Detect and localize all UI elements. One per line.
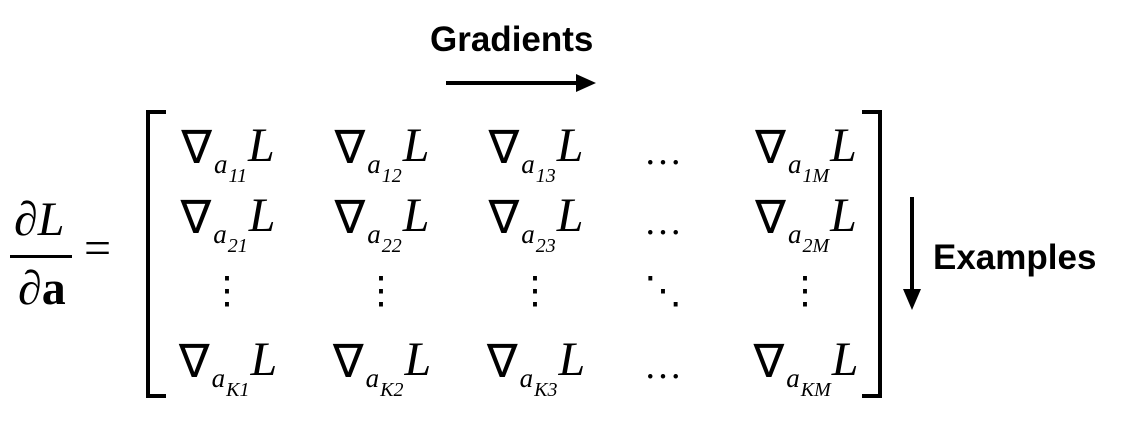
subscript-a: aK1	[211, 362, 250, 401]
nabla-symbol: ∇	[755, 122, 786, 173]
subscript-a: a22	[367, 218, 402, 257]
loss-symbol: L	[556, 189, 584, 242]
matrix-vdots: ⋮	[158, 260, 298, 320]
gradients-label: Gradients	[430, 20, 594, 59]
subscript-a: a1M	[787, 148, 830, 187]
nabla-symbol: ∇	[486, 336, 518, 387]
subscript-index: 12	[381, 164, 402, 187]
nabla-symbol: ∇	[334, 192, 366, 243]
hdots-symbol: …	[644, 131, 684, 173]
nabla-symbol: ∇	[332, 336, 364, 387]
loss-symbol: L	[404, 333, 432, 386]
nabla-symbol: ∇	[178, 336, 210, 387]
lhs-denominator: ∂a	[18, 262, 66, 315]
subscript-index: 22	[381, 234, 402, 257]
subscript-a: a12	[367, 148, 402, 187]
nabla-symbol: ∇	[180, 192, 212, 243]
equals-sign: =	[84, 222, 112, 275]
matrix-vdots: ⋮	[466, 260, 606, 320]
loss-symbol: L	[402, 189, 430, 242]
subscript-index: 13	[535, 164, 556, 187]
matrix-ddots: ⋱	[624, 260, 704, 320]
subscript-index: 2M	[802, 234, 830, 257]
hdots-symbol: …	[644, 201, 684, 243]
subscript-index: K2	[380, 378, 404, 401]
ddots-symbol: ⋱	[644, 269, 684, 312]
matrix-vdots: ⋮	[731, 260, 881, 320]
vdots-symbol: ⋮	[786, 269, 826, 312]
examples-label: Examples	[933, 238, 1097, 277]
loss-symbol: L	[558, 333, 586, 386]
subscript-a: aKM	[786, 362, 831, 401]
lhs-numerator: ∂L	[14, 193, 65, 246]
subscript-index: 1M	[802, 164, 830, 187]
fraction-bar	[10, 255, 72, 258]
loss-symbol: L	[556, 119, 584, 172]
examples-arrow	[903, 197, 921, 310]
loss-symbol: L	[250, 333, 278, 386]
vdots-symbol: ⋮	[362, 269, 402, 312]
vdots-symbol: ⋮	[208, 269, 248, 312]
gradients-arrow	[446, 74, 596, 92]
loss-symbol: L	[831, 333, 859, 386]
subscript-index: KM	[800, 378, 831, 401]
subscript-index: K1	[226, 378, 250, 401]
subscript-index: 11	[228, 164, 248, 187]
nabla-symbol: ∇	[488, 122, 520, 173]
matrix-vdots: ⋮	[312, 260, 452, 320]
nabla-symbol: ∇	[753, 336, 785, 387]
hdots-symbol: …	[644, 345, 684, 387]
matrix-hdots: …	[624, 188, 704, 248]
loss-symbol: L	[830, 119, 857, 172]
subscript-index: 21	[227, 234, 248, 257]
loss-symbol: L	[830, 189, 857, 242]
subscript-a: a11	[214, 148, 248, 187]
loss-symbol: L	[402, 119, 430, 172]
vdots-symbol: ⋮	[516, 269, 556, 312]
subscript-a: a23	[521, 218, 556, 257]
subscript-a: aK2	[365, 362, 404, 401]
matrix-hdots: …	[624, 332, 704, 392]
subscript-index: K3	[534, 378, 558, 401]
nabla-symbol: ∇	[488, 192, 520, 243]
subscript-a: aK3	[519, 362, 558, 401]
subscript-index: 23	[535, 234, 556, 257]
loss-symbol: L	[248, 119, 275, 172]
nabla-symbol: ∇	[181, 122, 213, 173]
nabla-symbol: ∇	[334, 122, 366, 173]
right-bracket	[862, 110, 882, 398]
subscript-a: a13	[521, 148, 556, 187]
matrix-hdots: …	[624, 118, 704, 178]
subscript-a: a2M	[787, 218, 830, 257]
subscript-a: a21	[213, 218, 248, 257]
left-bracket	[146, 110, 166, 398]
loss-symbol: L	[248, 189, 276, 242]
nabla-symbol: ∇	[755, 192, 786, 243]
